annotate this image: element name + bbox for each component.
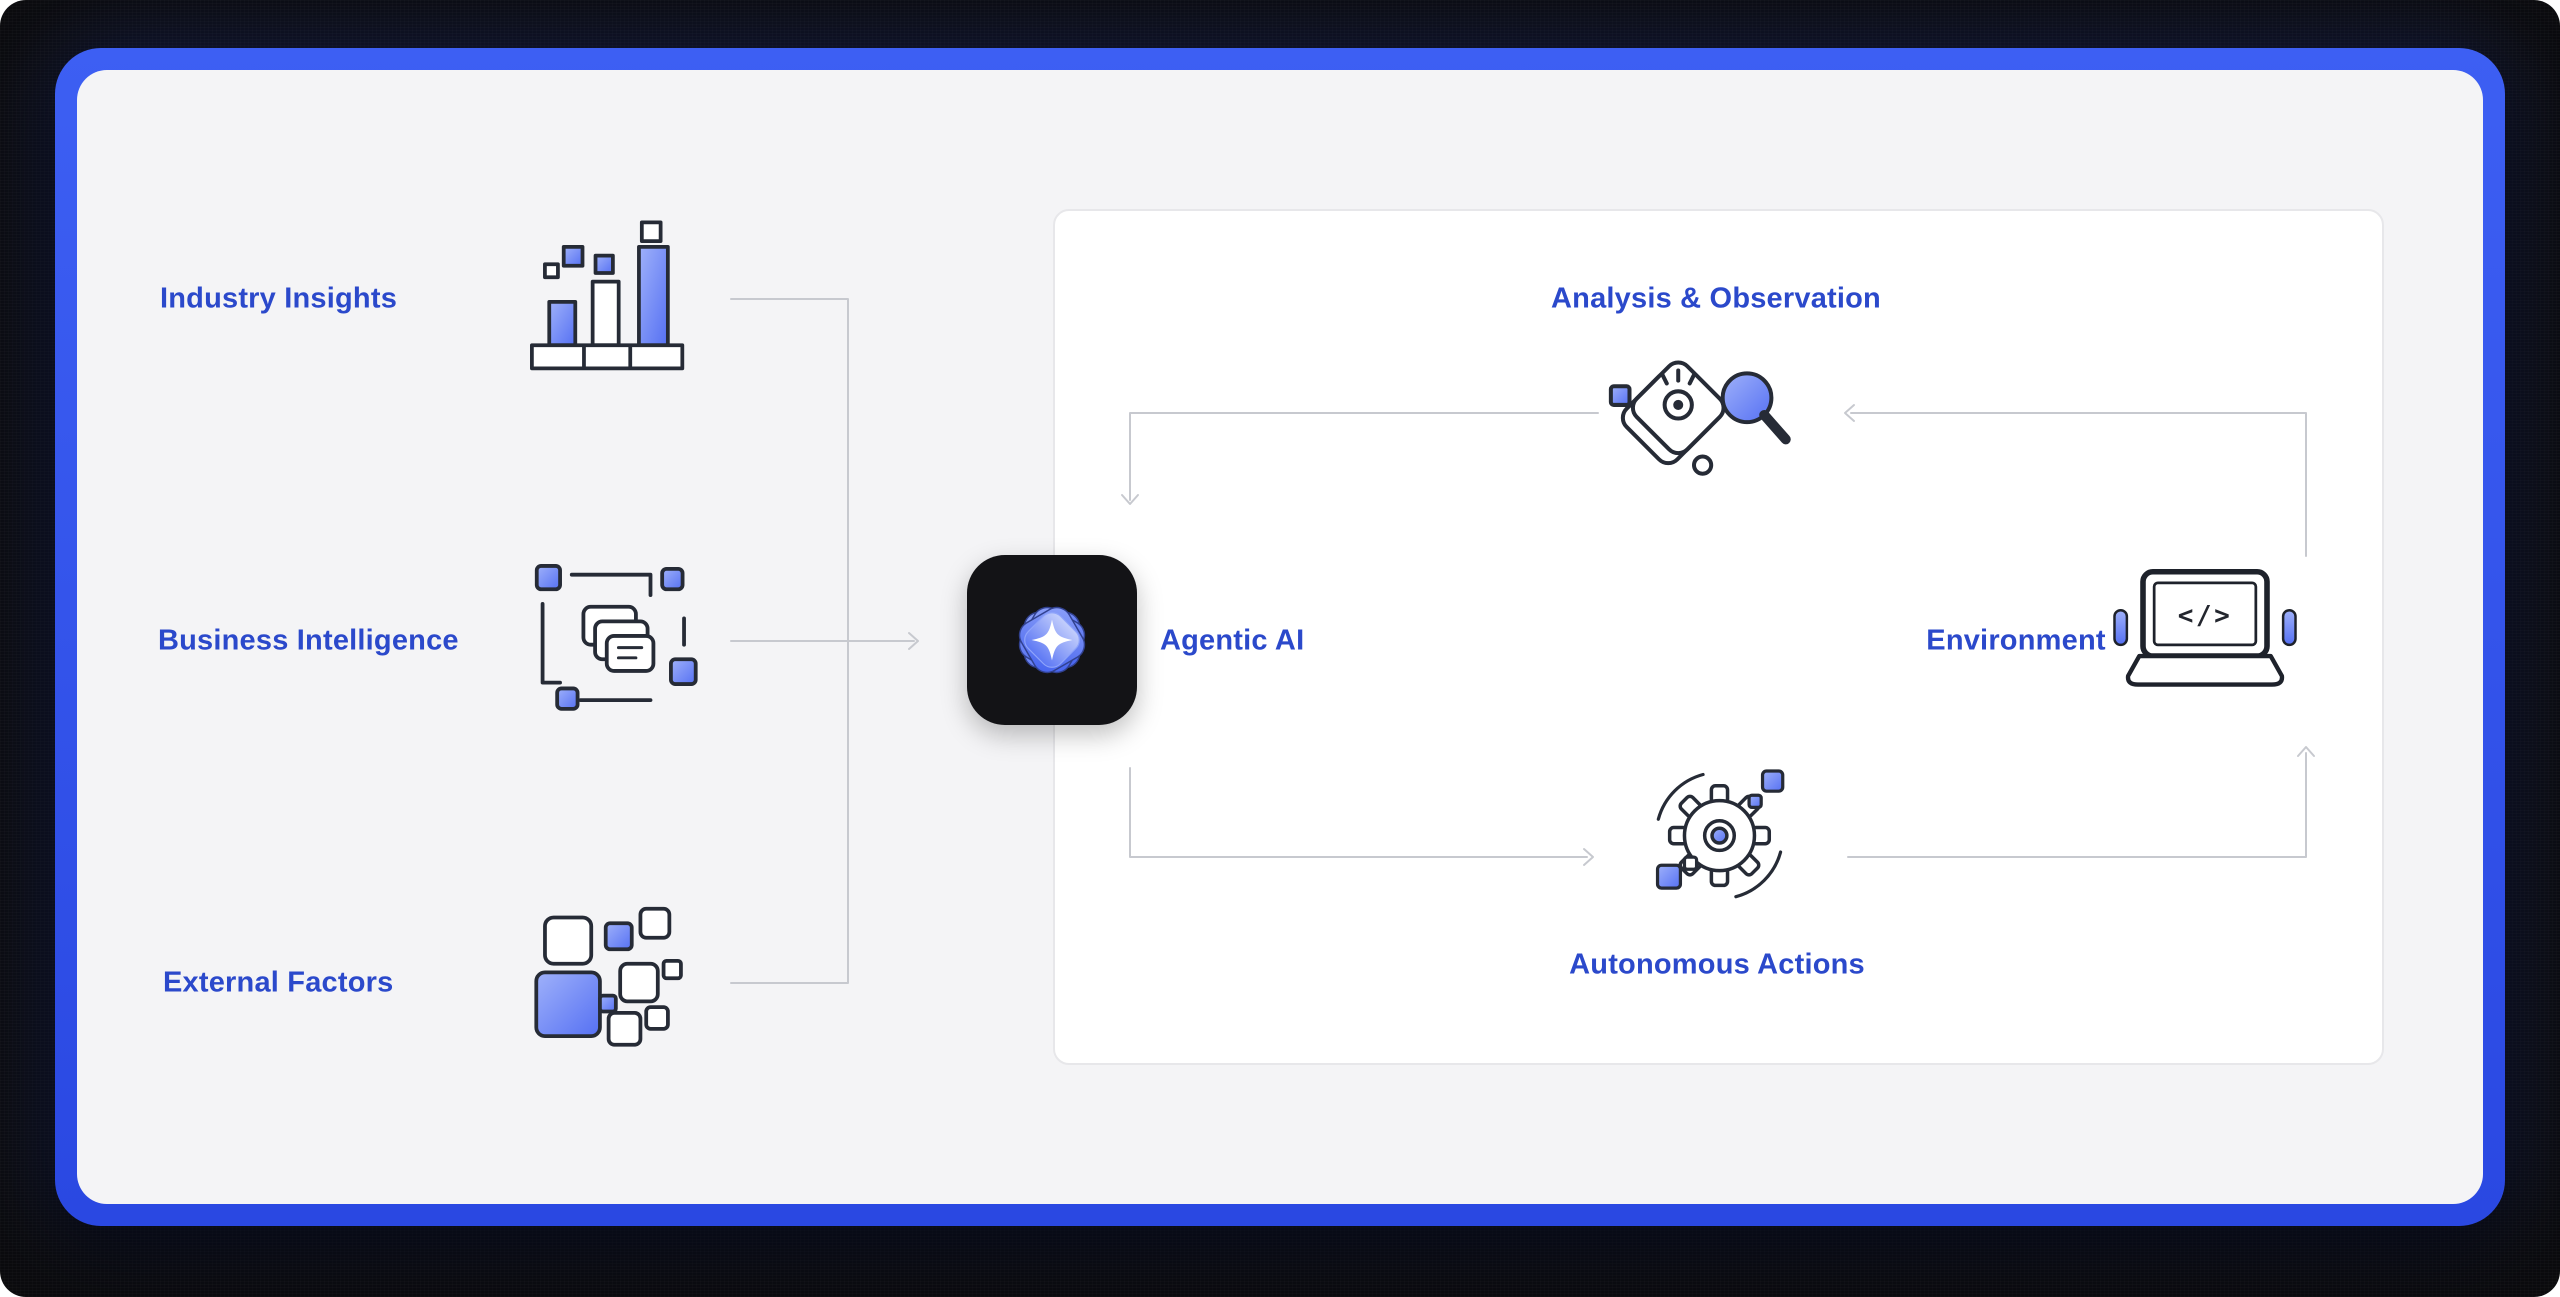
agentic-ai-box	[967, 555, 1137, 725]
label-analysis-observation: Analysis & Observation	[1551, 282, 1881, 315]
label-external-factors: External Factors	[163, 966, 394, 999]
label-autonomous-actions: Autonomous Actions	[1569, 948, 1865, 981]
environment-laptop-icon: </>	[2113, 568, 2297, 687]
external-factors-icon	[534, 906, 683, 1047]
analysis-observation-icon	[1608, 360, 1791, 476]
label-industry-insights: Industry Insights	[160, 282, 398, 315]
business-intelligence-icon	[534, 564, 698, 711]
autonomous-actions-gear-icon	[1655, 769, 1785, 899]
label-business-intelligence: Business Intelligence	[158, 624, 459, 657]
label-agentic-ai: Agentic AI	[1160, 624, 1305, 657]
sparkle-icon	[1031, 619, 1073, 661]
label-environment: Environment	[1926, 624, 2106, 657]
bar-chart-icon	[530, 220, 685, 371]
code-glyph: </>	[2178, 601, 2232, 631]
agentic-ai-logo	[1018, 606, 1086, 674]
